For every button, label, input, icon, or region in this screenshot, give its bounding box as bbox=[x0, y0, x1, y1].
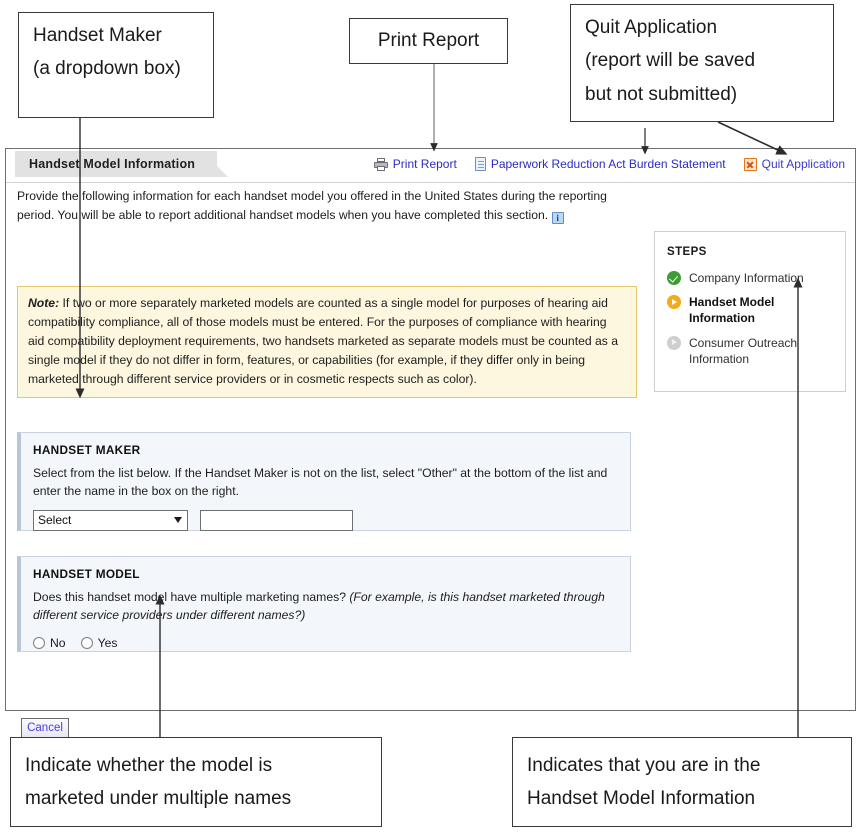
handset-model-question: Does this handset model have multiple ma… bbox=[33, 588, 618, 625]
callout-handset-maker-line1: Handset Maker bbox=[33, 25, 162, 46]
info-icon[interactable]: i bbox=[551, 212, 564, 225]
application-window: Handset Model Information Print Report P… bbox=[5, 148, 856, 738]
document-icon bbox=[474, 157, 486, 171]
callout-indicates-current-step: Indicates that you are in the Handset Mo… bbox=[512, 737, 852, 827]
step-label: Handset Model Information bbox=[689, 295, 775, 326]
callout-indicate-model-line2: marketed under multiple names bbox=[25, 788, 292, 809]
print-report-label: Print Report bbox=[392, 157, 457, 171]
handset-maker-title: HANDSET MAKER bbox=[33, 443, 141, 457]
check-circle-icon bbox=[667, 271, 681, 285]
callout-print-report-line1: Print Report bbox=[377, 30, 480, 52]
print-report-link[interactable]: Print Report bbox=[373, 157, 457, 171]
handset-model-question-text: Does this handset model have multiple ma… bbox=[33, 590, 350, 604]
cancel-button-label: Cancel bbox=[27, 722, 63, 734]
callout-print-report: Print Report bbox=[349, 18, 508, 64]
callout-quit-line3: but not submitted) bbox=[585, 83, 738, 105]
play-arrow-circle-icon bbox=[667, 295, 681, 310]
callout-handset-maker-line2: (a dropdown box) bbox=[33, 58, 181, 80]
step-label: Company Information bbox=[689, 271, 804, 285]
app-body: Provide the following information for ea… bbox=[6, 183, 855, 738]
paperwork-reduction-act-link[interactable]: Paperwork Reduction Act Burden Statement bbox=[474, 157, 726, 171]
tab-label: Handset Model Information bbox=[29, 157, 196, 171]
handset-model-title: HANDSET MODEL bbox=[33, 567, 140, 581]
radio-option-yes[interactable]: Yes bbox=[80, 635, 118, 650]
step-label: Consumer Outreach Information bbox=[689, 335, 798, 366]
handset-model-radio-group: No Yes bbox=[33, 636, 618, 650]
note-box: Note: If two or more separately marketed… bbox=[17, 286, 637, 399]
handset-maker-select-wrap: Select bbox=[33, 509, 188, 531]
callout-indicates-step-line2: Handset Model Information bbox=[527, 788, 756, 809]
paperwork-reduction-act-label: Paperwork Reduction Act Burden Statement bbox=[490, 157, 726, 171]
step-handset-model-information[interactable]: Handset Model Information bbox=[667, 294, 833, 326]
radio-button-yes[interactable] bbox=[80, 636, 93, 649]
callout-quit-line1: Quit Application bbox=[585, 17, 718, 38]
handset-model-question-example: (For example, is this handset marketed t… bbox=[33, 590, 605, 623]
note-label: Note: bbox=[28, 296, 60, 310]
radio-button-no[interactable] bbox=[33, 636, 45, 649]
note-text: If two or more separately marketed model… bbox=[28, 296, 619, 387]
steps-title: STEPS bbox=[667, 246, 707, 258]
callout-indicates-step-line1: Indicates that you are in the bbox=[527, 754, 761, 776]
printer-icon bbox=[373, 157, 388, 171]
radio-label-yes: Yes bbox=[97, 635, 118, 650]
callout-quit-line2: (report will be saved bbox=[585, 50, 756, 72]
quit-application-label: Quit Application bbox=[761, 157, 845, 171]
header-actions: Print Report Paperwork Reduction Act Bur… bbox=[373, 149, 845, 179]
step-company-information[interactable]: Company Information bbox=[667, 270, 833, 286]
step-consumer-outreach-information[interactable]: Consumer Outreach Information bbox=[667, 335, 833, 367]
handset-maker-panel: HANDSET MAKER Select from the list below… bbox=[17, 432, 631, 531]
quit-icon bbox=[743, 157, 757, 171]
radio-label-no: No bbox=[50, 635, 66, 650]
cancel-button[interactable]: Cancel bbox=[21, 718, 69, 738]
play-arrow-circle-inactive-icon bbox=[667, 335, 681, 350]
tab-handset-model-information[interactable]: Handset Model Information bbox=[15, 151, 218, 177]
tab-slant-decoration bbox=[202, 151, 228, 177]
handset-maker-instructions: Select from the list below. If the Hands… bbox=[33, 466, 608, 499]
steps-panel: STEPS Company Information Handset Model … bbox=[654, 231, 846, 392]
quit-application-link[interactable]: Quit Application bbox=[743, 157, 845, 171]
handset-maker-fields: Select bbox=[33, 509, 618, 531]
handset-maker-select[interactable]: Select bbox=[33, 509, 188, 531]
callout-quit-application: Quit Application (report will be saved b… bbox=[570, 4, 834, 122]
callout-handset-maker: Handset Maker (a dropdown box) bbox=[18, 12, 214, 118]
handset-model-panel: HANDSET MODEL Does this handset model ha… bbox=[17, 556, 631, 652]
callout-indicate-model: Indicate whether the model is marketed u… bbox=[10, 737, 382, 827]
intro-paragraph: Provide the following information for ea… bbox=[17, 187, 642, 226]
radio-option-no[interactable]: No bbox=[33, 636, 66, 650]
app-header: Handset Model Information Print Report P… bbox=[6, 149, 855, 183]
intro-text: Provide the following information for ea… bbox=[17, 189, 607, 223]
handset-maker-other-name-input[interactable] bbox=[200, 509, 353, 531]
callout-indicate-model-line1: Indicate whether the model is bbox=[25, 754, 273, 776]
